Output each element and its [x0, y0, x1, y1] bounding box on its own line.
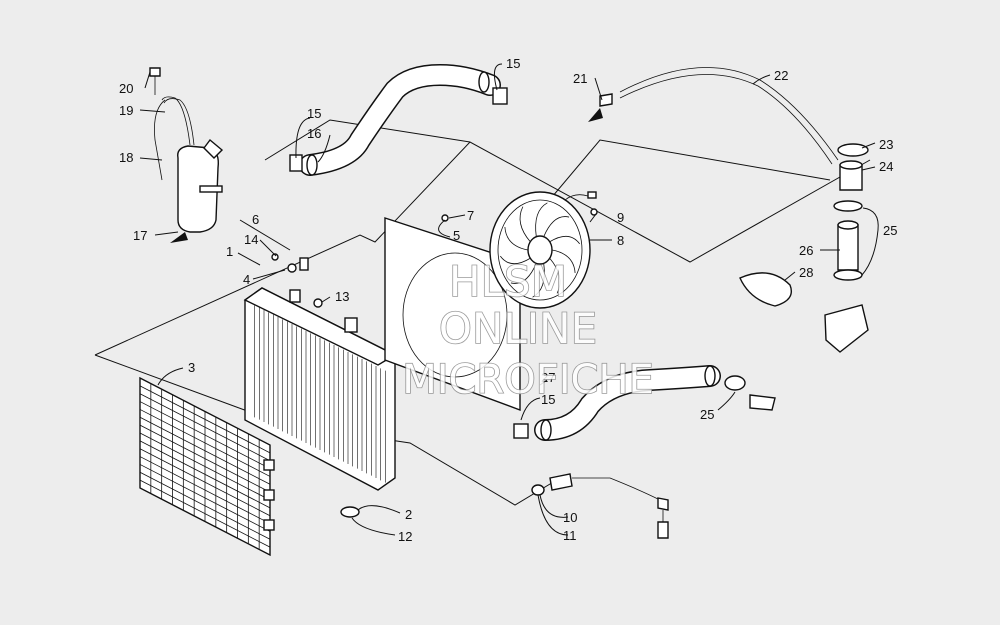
callout-25-right: 25: [883, 223, 897, 238]
grille-bar: [139, 448, 271, 517]
radiator: [243, 253, 397, 518]
callout-labels: 1 2 3 4 5 6 7 8 9 10 11 12 13 14 15 15 1…: [119, 56, 897, 544]
callout-8: 8: [617, 233, 624, 248]
callout-4: 4: [243, 272, 250, 287]
fan-blade: [535, 202, 548, 237]
fan-blade: [551, 249, 576, 274]
callout-14: 14: [244, 232, 258, 247]
grille-bar: [139, 440, 271, 509]
fan-blade: [532, 263, 545, 298]
callout-13: 13: [335, 289, 349, 304]
callout-1: 1: [226, 244, 233, 259]
grille-bar: [139, 456, 271, 524]
fan-blade: [504, 226, 529, 251]
callout-25-lower: 25: [700, 407, 714, 422]
callout-28: 28: [799, 265, 813, 280]
watermark-line-1: HLSM: [449, 257, 567, 306]
lower-radiator-hose: [513, 365, 776, 441]
grille-bar: [139, 409, 271, 477]
callout-15-upper-left: 15: [307, 106, 321, 121]
coolant-overflow-bottle: [149, 67, 224, 233]
callout-18: 18: [119, 150, 133, 165]
callout-26: 26: [799, 243, 813, 258]
grille-bar: [139, 432, 271, 501]
watermark: HLSM ONLINE MICROFICHE: [401, 256, 654, 404]
grille-bar: [139, 424, 271, 493]
grille-bar: [139, 471, 271, 540]
watermark-line-3: MICROFICHE: [402, 357, 654, 403]
callout-7: 7: [467, 208, 474, 223]
callout-9: 9: [617, 210, 624, 225]
leader-lines: [139, 63, 879, 536]
grille-bar: [139, 401, 271, 469]
callout-6: 6: [252, 212, 259, 227]
callout-20: 20: [119, 81, 133, 96]
callout-24: 24: [879, 159, 893, 174]
fan-blade: [543, 216, 570, 237]
callout-15-lower: 15: [541, 392, 555, 407]
callout-17: 17: [133, 228, 147, 243]
callout-16: 16: [307, 126, 321, 141]
temperature-sensor: [531, 473, 669, 539]
callout-12: 12: [398, 529, 412, 544]
cooling-fan: [489, 191, 598, 309]
fan-shroud: [384, 214, 521, 412]
fan-blade: [549, 257, 561, 294]
callout-10: 10: [563, 510, 577, 525]
callout-23: 23: [879, 137, 893, 152]
grille-bar: [139, 393, 271, 462]
grille-bar: [139, 416, 271, 485]
watermark-line-2: ONLINE: [439, 304, 597, 353]
callout-2: 2: [405, 507, 412, 522]
fan-blade: [519, 206, 531, 243]
callout-5: 5: [453, 228, 460, 243]
arrow-marker-21: [588, 108, 603, 122]
callout-3: 3: [188, 360, 195, 375]
callout-27: 27: [541, 370, 555, 385]
radiator-grille: [139, 376, 275, 557]
grille-bar: [139, 464, 271, 532]
callout-22: 22: [774, 68, 788, 83]
callout-15-upper-right: 15: [506, 56, 520, 71]
arrow-marker-17: [170, 232, 188, 243]
callout-11: 11: [563, 528, 577, 543]
upper-radiator-hose: [289, 63, 508, 176]
bypass-hose: [599, 67, 839, 165]
fan-blade: [510, 263, 537, 284]
filler-neck-assembly: [739, 143, 869, 353]
callout-21: 21: [573, 71, 587, 86]
grille-bar: [139, 479, 271, 548]
grille-bar: [139, 385, 271, 454]
fan-blade: [549, 235, 580, 245]
callout-19: 19: [119, 103, 133, 118]
fan-blade: [500, 255, 531, 265]
